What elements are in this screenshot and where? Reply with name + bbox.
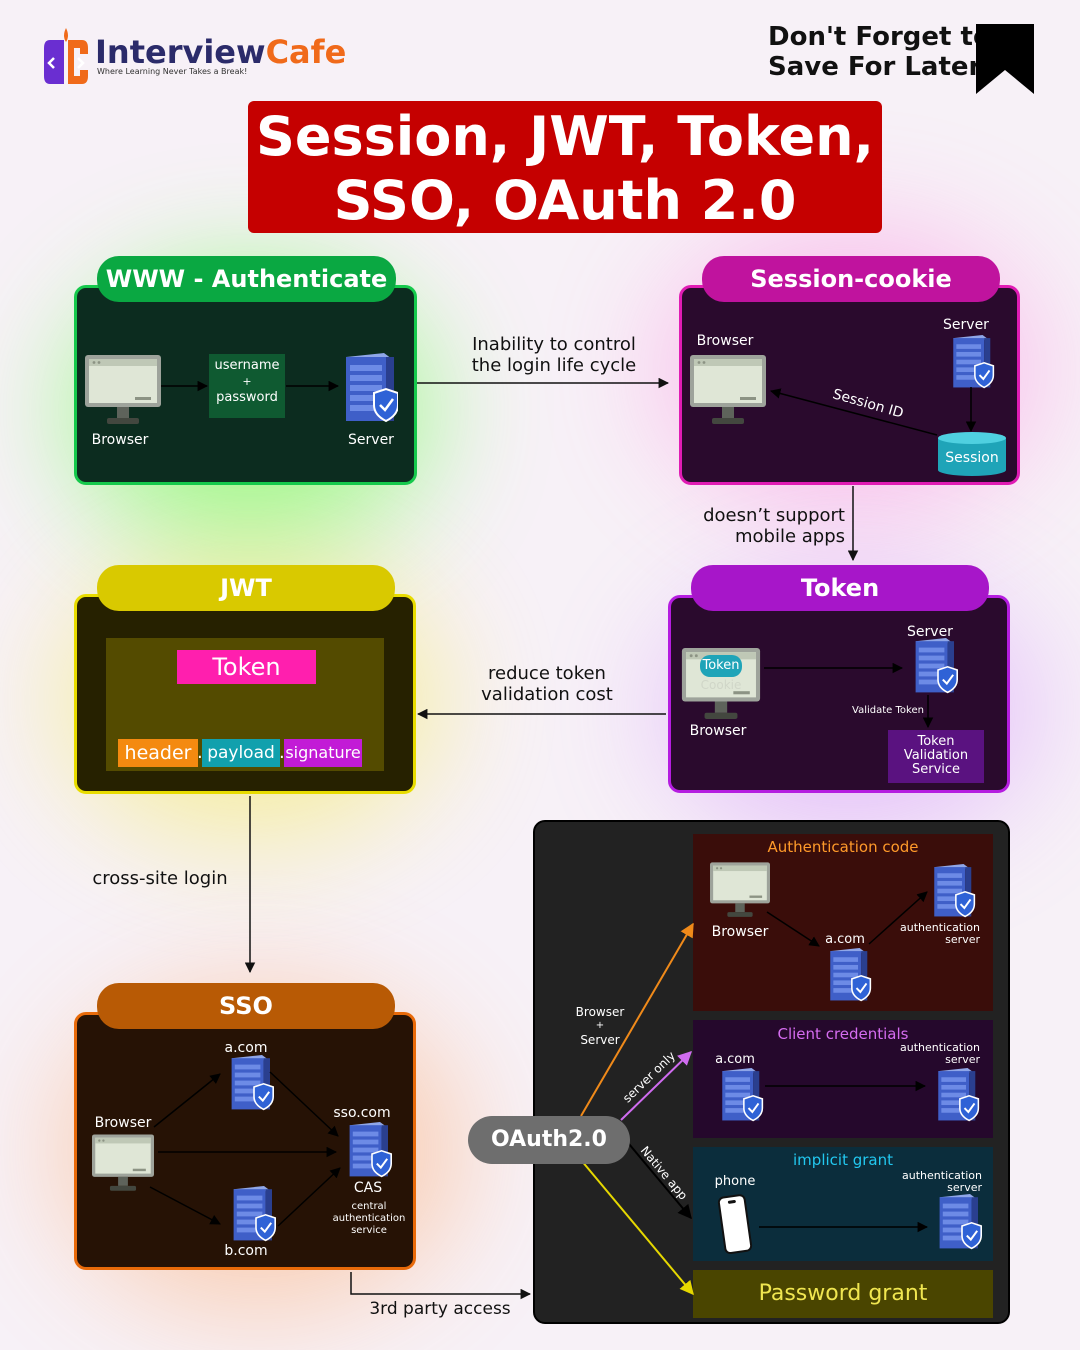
oauth-auth-code-server-line1: authentication	[900, 921, 980, 934]
label-inability: Inability to control the login life cycl…	[458, 334, 650, 376]
oauth-phone-icon	[717, 1194, 753, 1255]
oauth-auth-code-title: Authentication code	[767, 838, 919, 856]
oauth-auth-code-arrows	[766, 891, 928, 947]
www-server-label: Server	[348, 432, 394, 448]
token-server-label: Server	[907, 624, 953, 640]
label-mobile-line1: doesn’t support	[703, 505, 845, 526]
label-third-party: 3rd party access	[369, 1299, 511, 1319]
oauth-client-cred-server-line1: authentication	[900, 1041, 980, 1054]
token-arrows	[764, 662, 934, 729]
oauth-client-cred-server-line2: server	[945, 1053, 980, 1066]
token-validate-label: Validate Token	[852, 705, 924, 716]
oauth-implicit-server-line1: authentication	[902, 1169, 982, 1182]
oauth-auth-code-server-line2: server	[945, 933, 980, 946]
save-note-line1: Don't Forget to	[768, 22, 991, 52]
token-validation-service: Token Validation Service	[888, 730, 984, 783]
brand-name-part1: Interview	[95, 33, 266, 71]
label-inability-line2: the login life cycle	[471, 355, 637, 376]
jwt-dot-1: .	[197, 742, 203, 763]
session-arrows	[769, 387, 977, 436]
oauth-implicit-title: implicit grant	[793, 1151, 893, 1169]
label-cross-site: cross-site login	[92, 868, 228, 889]
title-line1: Session, JWT, Token,	[255, 105, 875, 168]
jwt-header-part: header	[118, 739, 198, 767]
logo-icon	[44, 28, 88, 84]
sso-cas-line3: service	[351, 1225, 387, 1236]
session-server-label: Server	[943, 317, 989, 333]
oauth-fan-arrows	[580, 922, 694, 1296]
jwt-header: JWT	[97, 565, 395, 611]
oauth-auth-code-browser-label: Browser	[711, 924, 769, 940]
sso-cas-label: CAS	[353, 1180, 383, 1196]
www-credentials: username + password	[209, 354, 285, 418]
sso-a-com-label: a.com	[224, 1040, 268, 1056]
session-browser-label: Browser	[696, 333, 754, 349]
jwt-payload-part: payload	[202, 739, 280, 767]
label-reduce-line1: reduce token	[488, 663, 606, 684]
arrow-sso-to-oauth	[350, 1272, 532, 1300]
session-db-icon	[938, 432, 1006, 476]
oauth-browser-server-line1: Browser	[575, 1005, 625, 1019]
label-reduce: reduce token validation cost	[462, 663, 632, 705]
token-chip: Token	[700, 655, 742, 677]
oauth-client-cred-server-label: authentication server	[890, 1042, 980, 1066]
oauth-implicit-arrow	[759, 1221, 929, 1233]
sso-arrows	[149, 1071, 341, 1227]
token-browser-label: Browser	[689, 723, 747, 739]
oauth-label: OAuth2.0	[468, 1116, 630, 1164]
label-mobile: doesn’t support mobile apps	[690, 505, 845, 547]
oauth-browser-server-label: Browser + Server	[568, 1005, 632, 1047]
label-reduce-line2: validation cost	[481, 684, 613, 705]
brand-name-part2: Cafe	[265, 33, 347, 71]
sso-header: SSO	[97, 983, 395, 1029]
token-service-line3: Service	[911, 762, 961, 777]
sso-browser-label: Browser	[94, 1115, 152, 1131]
www-credential-password: password	[216, 390, 278, 405]
oauth-client-cred-a-com-label: a.com	[715, 1052, 755, 1067]
www-server-icon	[340, 353, 398, 423]
www-credential-plus: +	[242, 375, 252, 388]
save-note-line2: Save For Later	[768, 52, 982, 82]
oauth-browser-server-line2: Server	[580, 1033, 620, 1047]
www-header: WWW - Authenticate	[97, 256, 396, 302]
oauth-client-cred-arrow	[765, 1080, 927, 1092]
label-mobile-line2: mobile apps	[734, 526, 845, 547]
sso-cas-line1: central	[351, 1201, 387, 1212]
www-browser-label: Browser	[91, 432, 149, 448]
page-title: Session, JWT, Token, SSO, OAuth 2.0	[248, 101, 882, 233]
brand-name: InterviewCafe	[95, 33, 346, 71]
oauth-browser-server-plus: +	[595, 1020, 605, 1031]
oauth-auth-code-server-label: authentication server	[890, 922, 980, 946]
brand-tagline: Where Learning Never Takes a Break!	[97, 67, 248, 76]
sso-cas-line2: authentication	[332, 1213, 406, 1224]
jwt-dot-2: .	[279, 742, 285, 763]
oauth-auth-code-a-com-label: a.com	[825, 932, 865, 947]
oauth-implicit-server-label: authentication server	[892, 1170, 982, 1194]
oauth-client-cred-title: Client credentials	[777, 1025, 909, 1043]
jwt-signature-part: signature	[284, 739, 362, 767]
www-credential-username: username	[214, 358, 280, 373]
token-header: Token	[691, 565, 989, 611]
brand-logo	[40, 26, 92, 90]
token-service-line2: Validation	[903, 748, 969, 763]
oauth-password-title: Password grant	[758, 1281, 928, 1306]
oauth-implicit-server-line2: server	[947, 1181, 982, 1194]
sso-cas-desc: central authentication service	[322, 1201, 416, 1237]
jwt-token-label: Token	[177, 650, 316, 684]
oauth-implicit-phone-label: phone	[714, 1174, 756, 1189]
sso-com-label: sso.com	[333, 1105, 391, 1121]
oauth-password-panel: Password grant	[693, 1270, 993, 1318]
title-line2: SSO, OAuth 2.0	[333, 169, 797, 232]
label-inability-line1: Inability to control	[472, 334, 636, 355]
bookmark-icon[interactable]	[976, 24, 1034, 94]
token-service-line1: Token	[917, 734, 955, 749]
sso-b-com-label: b.com	[224, 1243, 268, 1259]
save-note: Don't Forget to Save For Later	[768, 22, 991, 82]
session-db-label: Session	[945, 450, 999, 466]
www-arrows	[161, 380, 340, 392]
token-cookie-label: Cookie	[700, 678, 742, 692]
session-header: Session-cookie	[702, 256, 1000, 302]
